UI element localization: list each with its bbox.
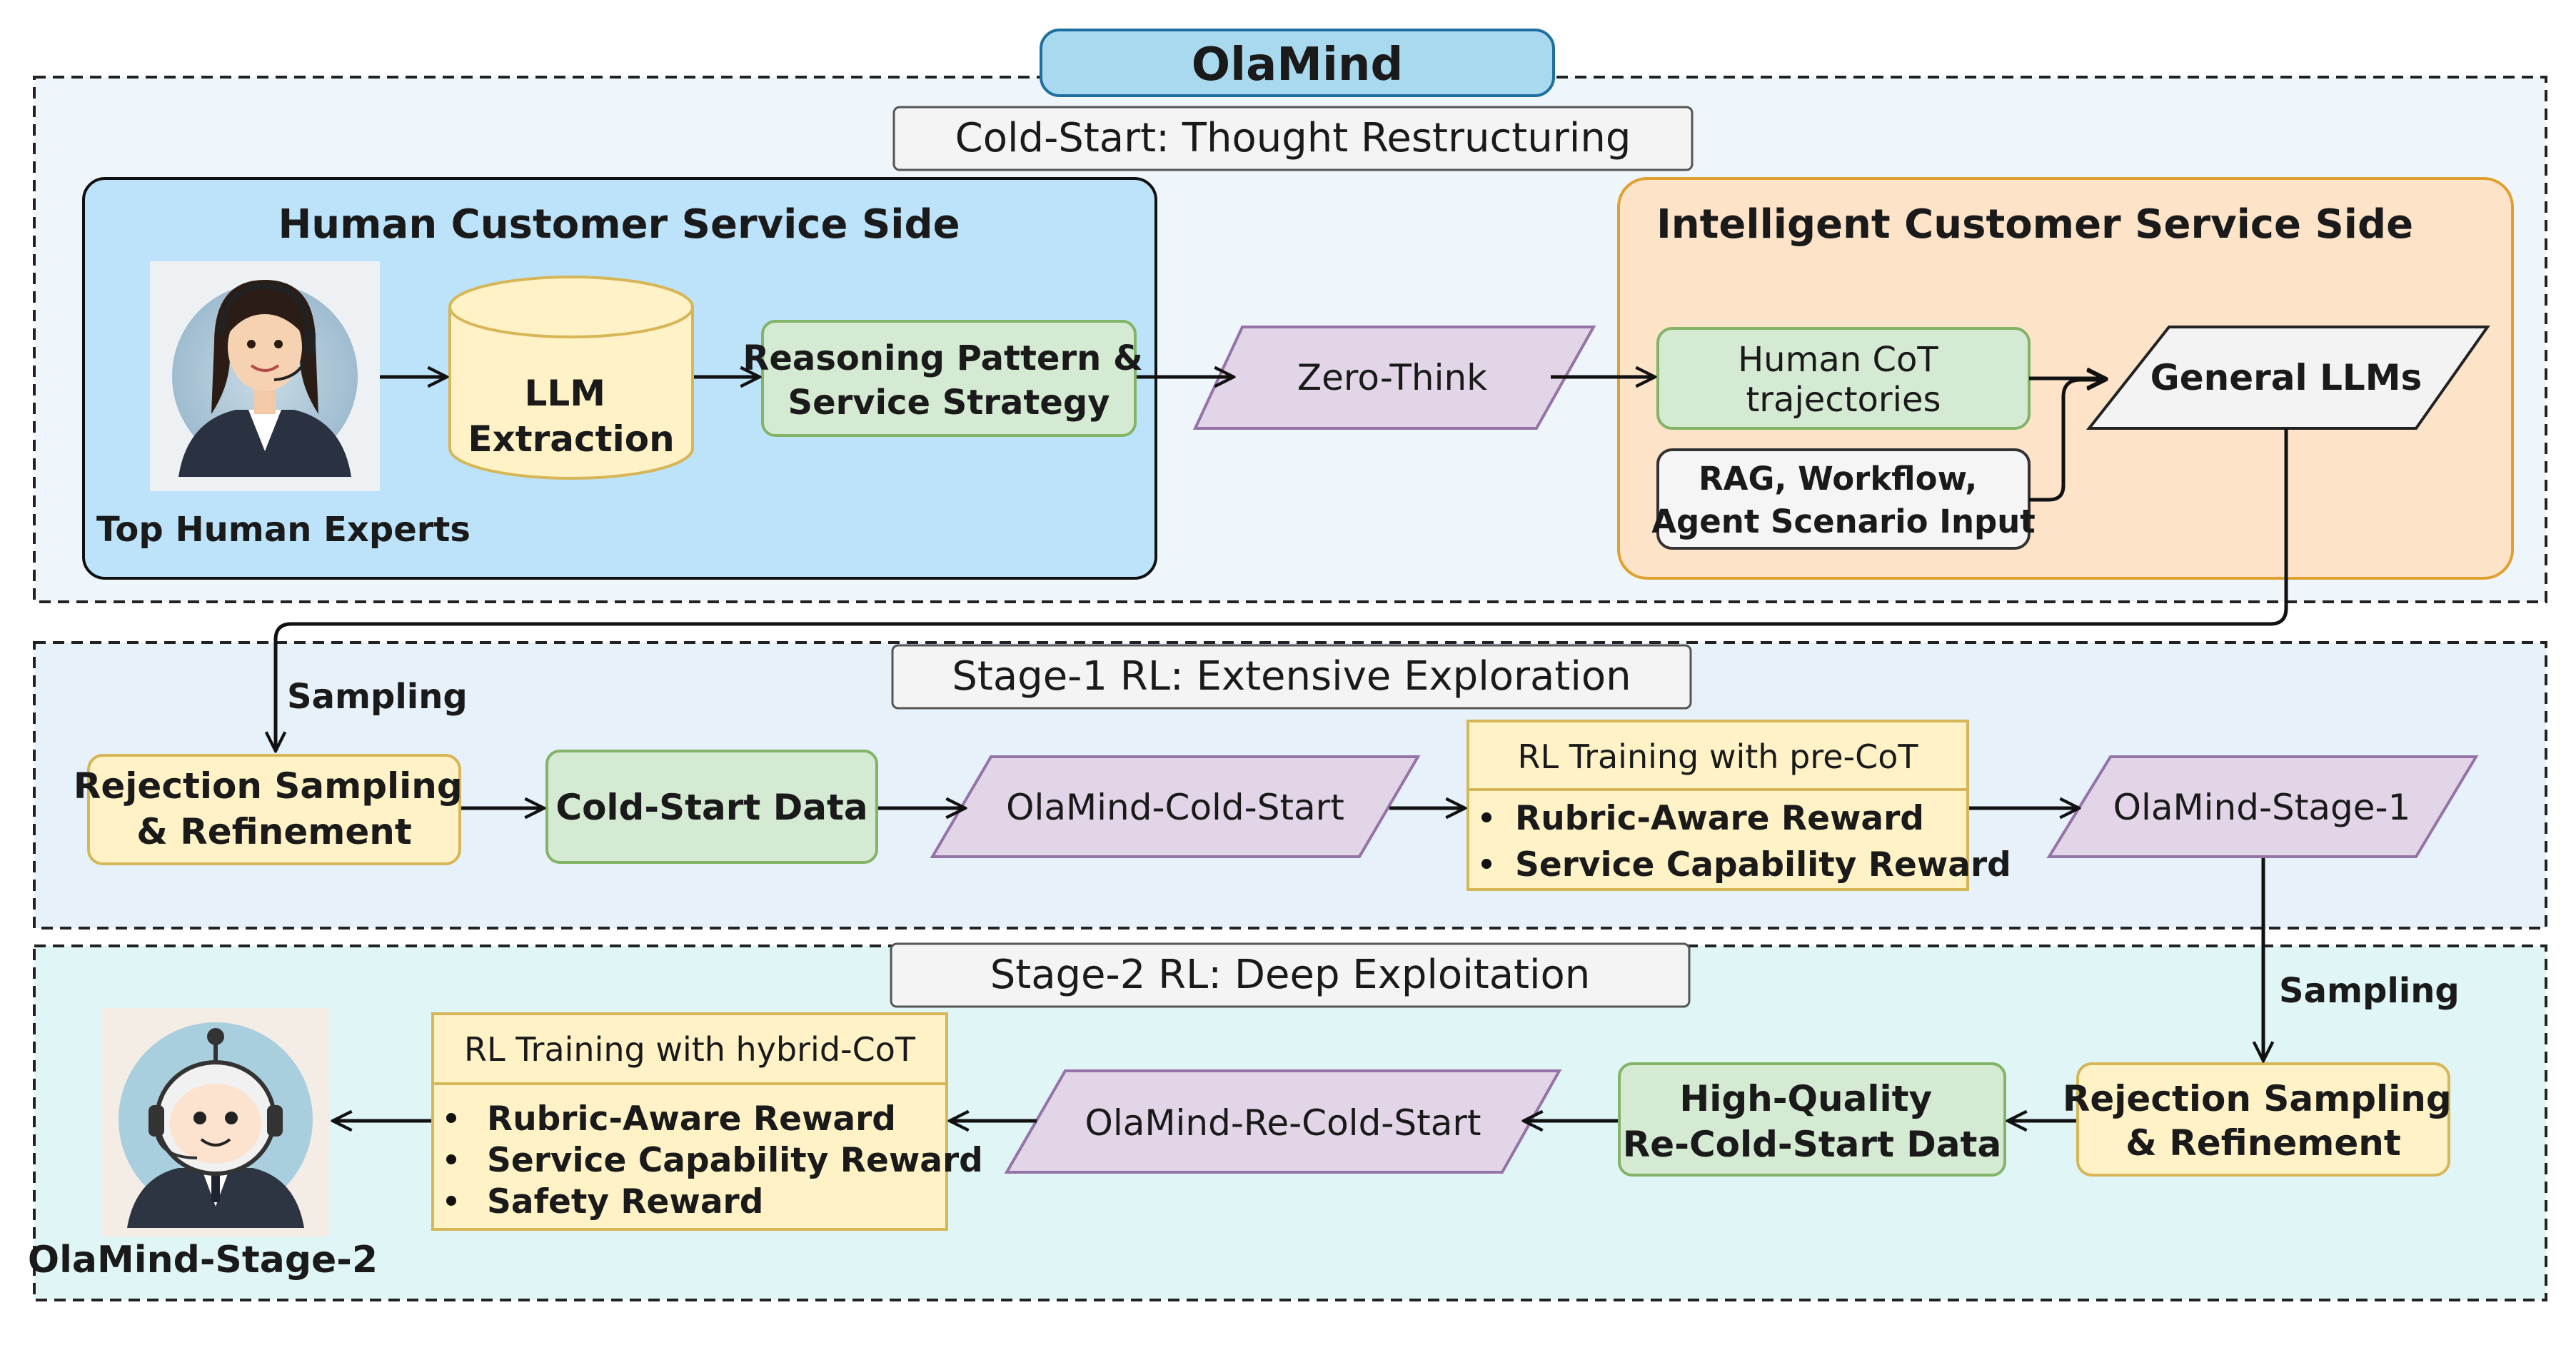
cold-start-label: Cold-Start: Thought Restructuring — [955, 115, 1631, 161]
robot-agent-avatar — [101, 1008, 330, 1236]
svg-text:Human CoT trajectories: Human CoT trajectories — [1738, 340, 1949, 420]
stage2-rejection-box — [2076, 1062, 2450, 1177]
rag-input-line1: RAG, Workflow, — [1699, 460, 1977, 498]
llm-extraction-line2: Extraction — [468, 418, 674, 460]
stage2-label: Stage-2 RL: Deep Exploitation — [990, 952, 1591, 998]
hq-data-line1: High-Quality — [1679, 1078, 1932, 1119]
svg-text:Rejection Sampling & Refin: Rejection Sampling & Refinement — [2063, 1078, 2464, 1164]
hq-data-line2: Re-Cold-Start Data — [1623, 1124, 2001, 1165]
svg-text:High-Quality Re-Cold-Start: High-Quality Re-Cold-Start Data — [1623, 1078, 2001, 1165]
arrow-llms-to-rejection1 — [276, 428, 2288, 751]
reasoning-pattern-line2: Service Strategy — [788, 383, 1110, 423]
stage2-rl-item2: Service Capability Reward — [487, 1141, 983, 1180]
general-llms-label: General LLMs — [2150, 357, 2422, 398]
title-box — [1040, 29, 1555, 97]
cold-start-label-box — [892, 106, 1694, 171]
stage2-rl-item1: Rubric-Aware Reward — [487, 1099, 896, 1139]
svg-text:Rejection Sampling & Refin: Rejection Sampling & Refinement — [74, 765, 475, 852]
zero-think-shape — [1192, 326, 1596, 430]
stage1-rl-item2: Service Capability Reward — [1515, 845, 2011, 885]
human-cot-line2: trajectories — [1746, 380, 1941, 420]
olamind-cold-start-label: OlaMind-Cold-Start — [1006, 787, 1344, 828]
stage2-rl-box — [431, 1012, 948, 1231]
svg-text:Reasoning Pattern & Servic: Reasoning Pattern & Service Strategy — [743, 338, 1154, 423]
svg-text:RAG, Workflow, Agent Scena: RAG, Workflow, Agent Scenario Input — [1651, 460, 2036, 540]
general-llms-shape — [2086, 326, 2490, 430]
stage2-caption: OlaMind-Stage-2 — [28, 1239, 378, 1281]
bullet-icon — [446, 1113, 456, 1123]
stage2-rejection-line2: & Refinement — [2125, 1122, 2401, 1164]
zero-think-label: Zero-Think — [1297, 357, 1487, 398]
olamind-re-cold-start-label: OlaMind-Re-Cold-Start — [1085, 1102, 1481, 1144]
bullet-icon — [446, 1154, 456, 1164]
bullet-icon — [1481, 812, 1491, 822]
stage2-label-box — [890, 942, 1691, 1008]
stage1-label: Stage-1 RL: Extensive Exploration — [952, 653, 1631, 700]
arrow-rag-to-llms — [2029, 380, 2106, 502]
title: OlaMind — [1192, 39, 1404, 91]
stage1-rl-box — [1466, 720, 1969, 891]
olamind-stage1-shape — [2046, 755, 2479, 858]
intelligent-side-title: Intelligent Customer Service Side — [1656, 201, 2413, 248]
bullet-icon — [1481, 859, 1491, 869]
stage1-rejection-line2: & Refinement — [136, 811, 412, 852]
stage2-rejection-line1: Rejection Sampling — [2063, 1078, 2452, 1119]
human-side-title: Human Customer Service Side — [278, 201, 960, 248]
olamind-cold-start-shape — [930, 755, 1421, 858]
stage2-rl-item3: Safety Reward — [487, 1182, 763, 1221]
connectors — [276, 377, 2288, 1121]
reasoning-pattern-line1: Reasoning Pattern & — [743, 338, 1142, 378]
stage1-rejection-box — [87, 754, 461, 865]
human-cot-line1: Human CoT — [1738, 340, 1938, 380]
llm-extraction-cylinder — [448, 276, 694, 480]
stage1-rejection-line1: Rejection Sampling — [74, 765, 463, 807]
human-expert-avatar — [150, 261, 380, 491]
reasoning-pattern-box — [761, 320, 1137, 437]
experts-caption: Top Human Experts — [96, 510, 471, 550]
svg-text:LLM Extraction: LLM Extraction — [468, 373, 674, 460]
olamind-stage1-label: OlaMind-Stage-1 — [2113, 787, 2411, 828]
llm-extraction-line1: LLM — [525, 373, 605, 414]
stage1-rl-title: RL Training with pre-CoT — [1518, 737, 1919, 776]
stage1-label-box — [891, 644, 1692, 710]
cold-start-data-label: Cold-Start Data — [555, 787, 867, 828]
rag-input-line2: Agent Scenario Input — [1651, 503, 2036, 540]
olamind-re-cold-start-shape — [1004, 1069, 1562, 1174]
stage1-rl-item1: Rubric-Aware Reward — [1515, 799, 1924, 838]
cold-start-data-box — [545, 750, 878, 864]
stage2-sampling-label: Sampling — [2279, 971, 2460, 1011]
stage2-rl-title: RL Training with hybrid-CoT — [464, 1030, 916, 1069]
hq-data-box — [1618, 1062, 2006, 1177]
stage1-sampling-label: Sampling — [287, 677, 468, 717]
bullet-icon — [446, 1196, 456, 1206]
